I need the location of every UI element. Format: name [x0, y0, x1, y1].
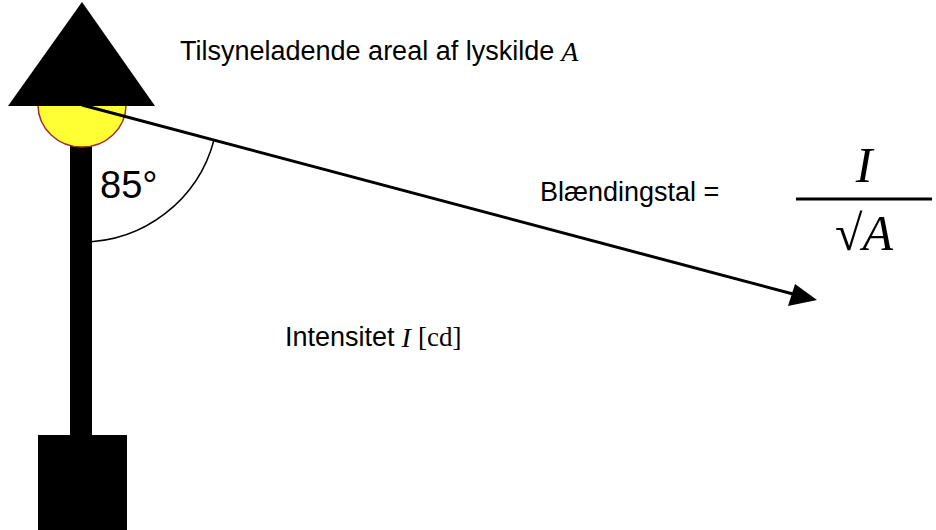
intensity-symbol: I — [402, 324, 411, 352]
intensity-ray — [82, 105, 793, 294]
lamp-pole — [70, 138, 92, 438]
intensity-unit: [cd] — [418, 324, 461, 351]
formula-numerator: I — [856, 140, 873, 190]
angle-arc — [82, 140, 214, 242]
area-caption: Tilsyneladende areal af lyskilde — [180, 38, 554, 65]
fraction-bar — [796, 198, 932, 201]
angle-label: 85° — [100, 166, 157, 204]
formula-denominator: √A — [835, 208, 893, 258]
lamp-hood — [8, 2, 155, 106]
lamp-base — [38, 435, 127, 530]
light-source — [38, 105, 126, 147]
ray-arrowhead — [788, 284, 817, 306]
area-symbol: A — [561, 38, 578, 66]
glare-formula-label: Blændingstal = — [540, 179, 719, 206]
intensity-caption: Intensitet — [285, 324, 395, 351]
